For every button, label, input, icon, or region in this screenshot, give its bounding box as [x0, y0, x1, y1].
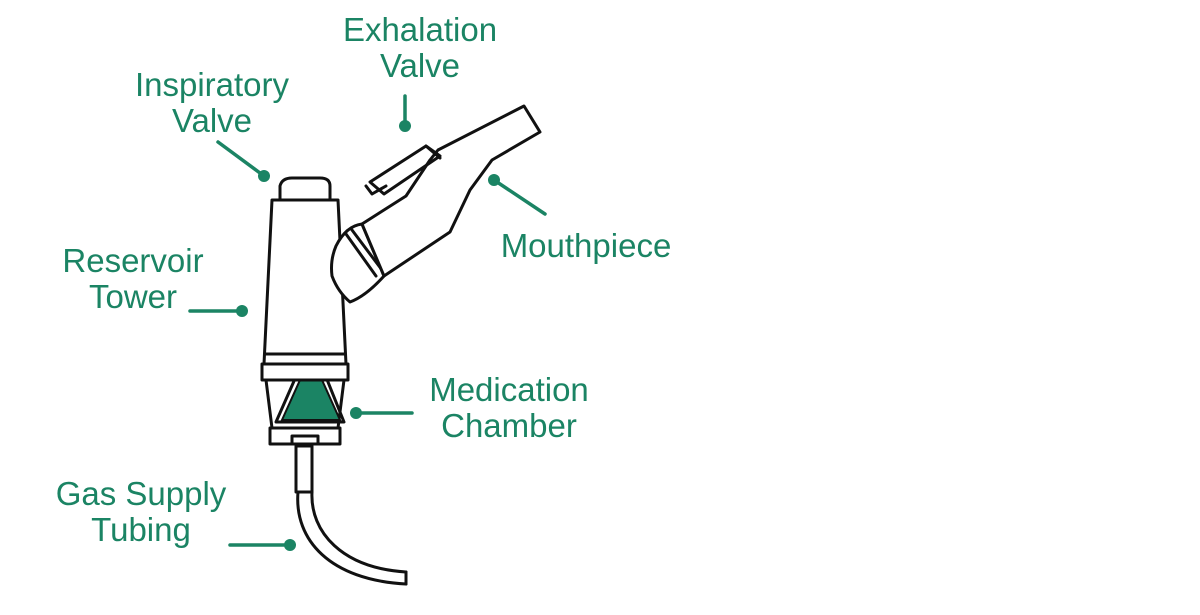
chamber-cap-ring	[260, 362, 350, 382]
reservoir-tower-label: Reservoir Tower	[48, 243, 218, 315]
elbow-band-2	[344, 232, 378, 278]
medication-chamber-dot	[350, 407, 362, 419]
exhalation-valve-dot	[399, 120, 411, 132]
exhalation-valve-label: Exhalation Valve	[335, 12, 505, 84]
inspiratory-valve-label-line1: Inspiratory	[134, 66, 290, 103]
mouthpiece-body	[360, 104, 542, 278]
inspiratory-valve-label-line2: Valve	[171, 102, 253, 139]
mouthpiece-label: Mouthpiece	[488, 228, 684, 264]
exhalation-valve-label-line1: Exhalation	[342, 11, 498, 48]
reservoir-tower-label-line2: Tower	[88, 278, 178, 315]
elbow-band-1	[350, 228, 384, 272]
exhalation-valve-label-line2: Valve	[379, 47, 461, 84]
mouthpiece-leader	[492, 178, 547, 216]
gas-supply-tubing-label: Gas Supply Tubing	[44, 476, 238, 548]
mouthpiece-drawing	[330, 104, 542, 304]
chamber-nozzle	[290, 434, 320, 446]
reservoir-tower-dot	[236, 305, 248, 317]
mouthpiece-dot	[488, 174, 500, 186]
gas-supply-tubing-dot	[284, 539, 296, 551]
gas-supply-tubing-label-line1: Gas Supply	[55, 475, 227, 512]
reservoir-tower-label-line1: Reservoir	[62, 242, 204, 279]
tubing-inner	[310, 490, 408, 574]
tubing-outer	[296, 490, 408, 586]
inspiratory-valve-dot	[258, 170, 270, 182]
elbow-joint	[330, 222, 386, 304]
inspiratory-valve-label: Inspiratory Valve	[122, 67, 302, 139]
medication-chamber-drawing	[260, 362, 350, 446]
reservoir-tower-drawing	[262, 176, 348, 366]
medication-chamber-label-line1: Medication	[429, 371, 589, 408]
medication-chamber-label-line2: Chamber	[441, 407, 577, 444]
exhalation-valve-edge	[424, 144, 442, 160]
gas-supply-tubing-label-line2: Tubing	[91, 511, 191, 548]
exhalation-valve-hinge	[364, 184, 388, 196]
inspiratory-valve-leader	[216, 140, 266, 178]
medication-chamber-label: Medication Chamber	[418, 372, 600, 444]
tubing-connector	[294, 444, 314, 494]
mouthpiece-label-line1: Mouthpiece	[500, 227, 672, 264]
inspiratory-valve-cap	[278, 176, 332, 202]
gas-supply-tubing-drawing	[294, 444, 408, 586]
leader-lines	[188, 94, 547, 551]
